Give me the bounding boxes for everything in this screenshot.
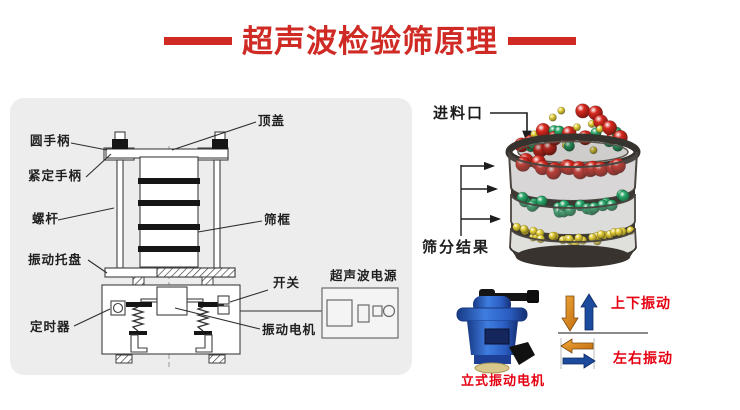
top-cover-assembly xyxy=(103,131,229,161)
yellow-ball xyxy=(557,106,566,115)
motor-illustration xyxy=(456,289,539,374)
yellow-ball xyxy=(512,222,522,232)
yellow-ball xyxy=(574,233,584,243)
spring-right xyxy=(195,306,211,332)
label-switch: 开关 xyxy=(273,275,300,290)
leader-lines xyxy=(57,121,269,330)
feed-inlet-label: 进料口 xyxy=(433,105,485,122)
red-ball xyxy=(575,103,591,119)
result-bracket-arrows xyxy=(460,161,502,236)
ultrasonic-power-box xyxy=(240,287,399,339)
label-locking-handle: 紧定手柄 xyxy=(28,168,82,183)
up-down-vibration-label: 上下振动 xyxy=(611,295,671,311)
title-bar: 超声波检验筛原理 xyxy=(0,20,740,62)
diagram-labels: 圆手柄 紧定手柄 螺杆 振动托盘 定时器 顶盖 筛框 开关 振动电机 超声波电源 xyxy=(28,113,398,337)
page-title: 超声波检验筛原理 xyxy=(242,23,498,59)
sieve-stack xyxy=(138,156,200,268)
yellow-ball xyxy=(548,113,557,122)
feed-arrow xyxy=(490,112,532,144)
left-right-vibration-label: 左右振动 xyxy=(613,350,673,366)
label-round-handle: 圆手柄 xyxy=(30,133,71,148)
up-arrow-icon xyxy=(580,293,598,331)
yellow-ball xyxy=(589,146,598,155)
yellow-ball xyxy=(572,123,581,132)
vibration-arrows xyxy=(558,293,648,369)
machine-diagram: 圆手柄 紧定手柄 螺杆 振动托盘 定时器 顶盖 筛框 开关 振动电机 超声波电源 xyxy=(28,113,399,368)
sieving-result-label: 筛分结果 xyxy=(422,239,491,256)
spring-left xyxy=(130,306,146,332)
diagram-panel: 圆手柄 紧定手柄 螺杆 振动托盘 定时器 顶盖 筛框 开关 振动电机 超声波电源 xyxy=(10,98,412,375)
down-arrow-icon xyxy=(561,295,579,332)
title-dash-left xyxy=(164,37,232,45)
yellow-ball xyxy=(614,227,624,237)
sieve-stack-photo xyxy=(505,103,641,268)
label-vibration-tray: 振动托盘 xyxy=(28,252,82,267)
right-arrow-icon xyxy=(562,353,596,369)
red-ball xyxy=(602,120,618,136)
yellow-ball xyxy=(519,224,529,234)
label-top-cover: 顶盖 xyxy=(258,113,285,128)
label-sieve-frame: 筛框 xyxy=(264,212,291,227)
sieve-illustration xyxy=(456,103,648,374)
timer-dial xyxy=(110,300,126,316)
yellow-ball xyxy=(565,234,574,244)
motor-box xyxy=(156,286,188,316)
label-vibration-motor: 振动电机 xyxy=(262,322,316,337)
power-switch xyxy=(217,295,230,315)
left-arrow-icon xyxy=(560,338,594,354)
base-housing xyxy=(101,284,241,364)
yellow-ball xyxy=(596,230,606,239)
title-dash-right xyxy=(508,37,576,45)
red-ball xyxy=(545,164,562,180)
label-ultrasonic-power: 超声波电源 xyxy=(329,268,398,283)
label-screw-rod: 螺杆 xyxy=(32,211,59,226)
yellow-ball xyxy=(548,231,557,241)
label-timer: 定时器 xyxy=(29,319,71,334)
motor-caption: 立式振动电机 xyxy=(461,373,546,388)
